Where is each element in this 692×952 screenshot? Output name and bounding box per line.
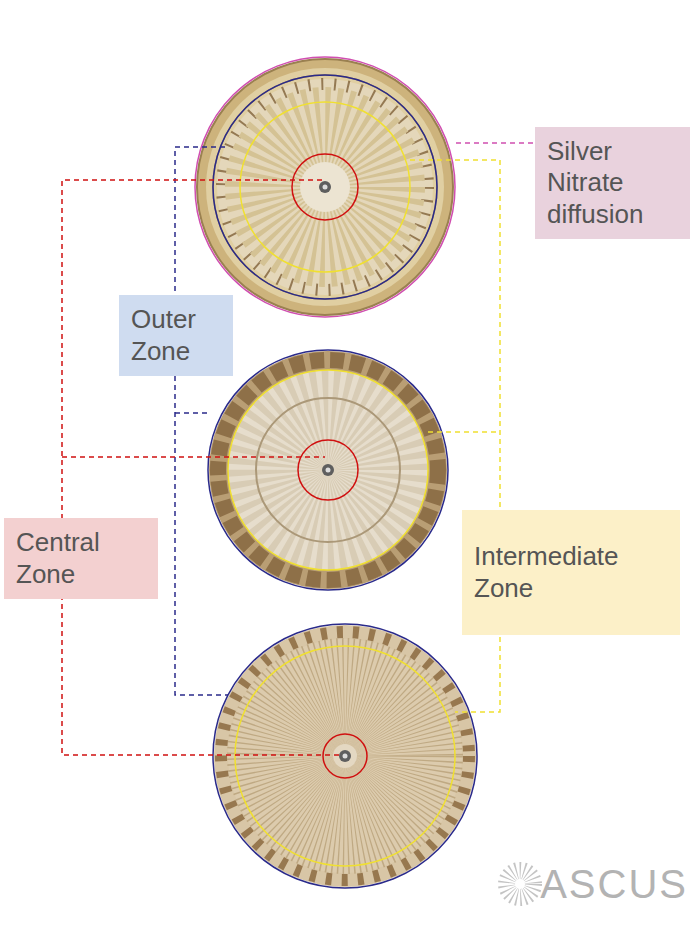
disk-spokes — [275, 137, 375, 237]
disk-body — [228, 370, 428, 570]
zone-label-content: Central Zone — [16, 527, 146, 589]
disk-body — [228, 639, 462, 873]
disk-top — [195, 57, 455, 317]
disk-teeth — [222, 84, 428, 290]
disk-rim — [209, 351, 447, 589]
disk-rim — [197, 59, 453, 315]
disk-lines — [286, 697, 404, 815]
center-dot — [319, 181, 331, 193]
outer-leader — [175, 147, 228, 695]
zone-label-box: Central Zone — [4, 518, 158, 599]
center-dot — [339, 750, 351, 762]
intermediate-circle — [228, 370, 428, 570]
silver-leader — [456, 142, 535, 144]
disk-spokes — [278, 420, 378, 520]
burst — [509, 873, 531, 895]
disk-middle — [208, 350, 448, 590]
outer-circle — [208, 350, 448, 590]
zone-label-content: Silver Nitrate diffusion — [547, 136, 678, 230]
zone-label-box: Silver Nitrate diffusion — [535, 127, 690, 239]
disk-body — [217, 79, 433, 295]
center-hole — [326, 468, 331, 473]
disk-bottom — [213, 624, 477, 888]
disk-band — [206, 68, 444, 306]
central-circle — [292, 154, 358, 220]
zone-label-text: Silver Nitrate diffusion — [547, 136, 678, 230]
zone-label-content: Outer Zone — [131, 304, 221, 366]
outer-circle — [213, 75, 437, 299]
intermediate-circle — [235, 646, 455, 866]
central-circle — [323, 734, 367, 778]
disk-ruffles — [218, 360, 438, 580]
center-hole — [323, 185, 328, 190]
disk-core — [300, 162, 350, 212]
disk-core — [333, 744, 357, 768]
leader-lines — [62, 143, 535, 755]
center-dot — [322, 464, 334, 476]
watermark-icon — [509, 873, 531, 895]
zone-label-box: Outer Zone — [119, 295, 233, 376]
silver-circle — [195, 57, 455, 317]
disk-band-edge — [213, 75, 437, 299]
zone-label-text: Intermediate Zone — [474, 541, 668, 603]
intermediate-circle — [240, 102, 410, 272]
watermark-text: ASCUS — [540, 862, 688, 907]
central-leader — [62, 180, 340, 755]
disk-teeth — [221, 632, 469, 880]
zone-label-content: Intermediate Zone — [474, 541, 668, 603]
burst-core — [515, 879, 525, 889]
outer-circle — [213, 624, 477, 888]
disk-rim — [214, 625, 476, 887]
center-hole — [343, 754, 348, 759]
zone-label-text: Central Zone — [16, 527, 146, 589]
zone-label-box: Intermediate Zone — [462, 510, 680, 635]
zone-label-text: Outer Zone — [131, 304, 221, 366]
central-circle — [298, 440, 358, 500]
disk-ring — [256, 398, 400, 542]
